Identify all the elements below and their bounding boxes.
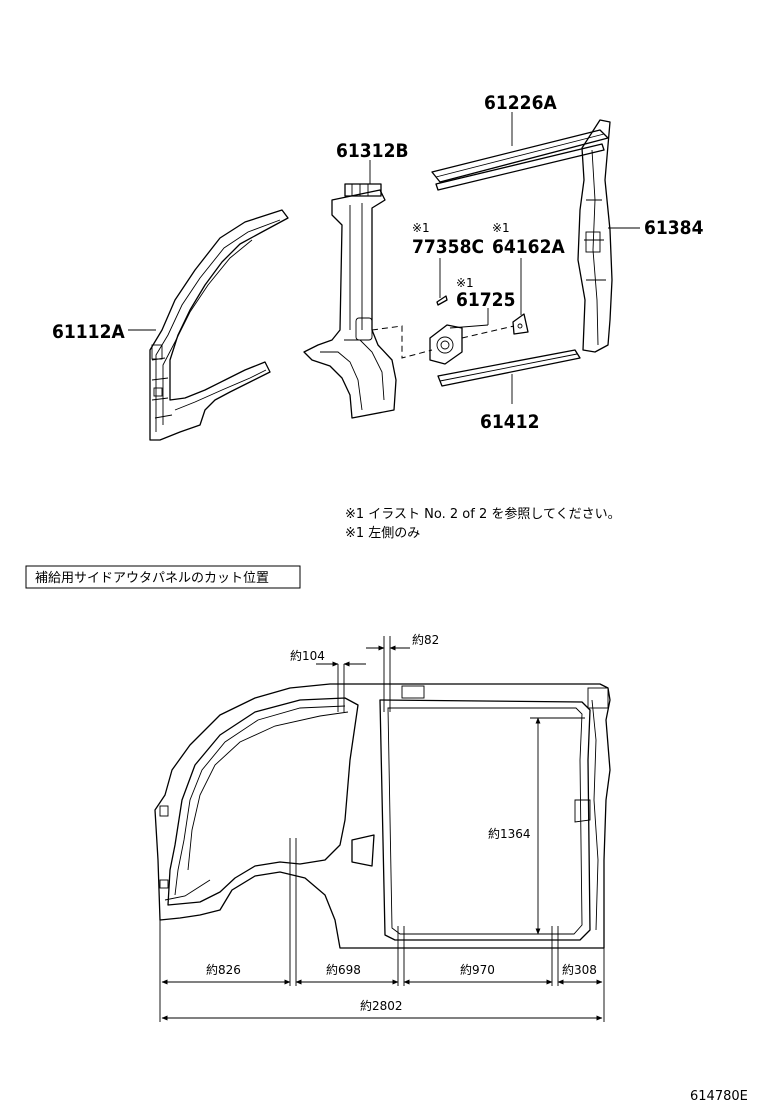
part-number-61384: 61384 [644,217,704,239]
mark-77358c: ※1 [412,221,430,235]
section-title-box [25,565,301,589]
mark-64162a: ※1 [492,221,510,235]
part-number-61412: 61412 [480,411,539,433]
part-61226a-drawing [431,129,609,191]
part-61312b-drawing [303,183,397,419]
dimension-lines [159,645,605,1022]
assembly-lines [371,325,515,359]
dimension-698: 約698 [326,962,361,977]
note-reference: ※1 イラスト No. 2 of 2 を参照してください。 [345,506,621,522]
section-title: 補給用サイドアウタパネルのカット位置 [35,571,269,586]
mark-61725: ※1 [456,276,474,290]
note-left-side-only: ※1 左側のみ [345,526,420,541]
figure-code: 614780E [690,1089,748,1104]
part-number-61725: 61725 [456,289,515,311]
small-parts-drawing [429,295,529,365]
leader-lines [128,112,640,404]
dimension-970: 約970 [460,962,495,977]
dimension-104: 約104 [290,648,325,663]
part-number-77358c: 77358C [412,236,484,258]
dimension-826: 約826 [206,962,241,977]
part-61384-drawing [577,119,613,353]
part-number-64162a: 64162A [492,236,565,258]
dimension-2802: 約2802 [360,998,403,1013]
part-61412-drawing [437,349,581,387]
dimension-82: 約82 [412,632,439,647]
side-panel-assembly-drawing [154,683,611,949]
part-61112a-drawing [149,209,289,441]
part-number-61312b: 61312B [336,140,409,162]
dimension-308: 約308 [562,962,597,977]
dimension-1364: 約1364 [488,826,531,841]
part-number-61226a: 61226A [484,92,557,114]
part-number-61112a: 61112A [52,321,125,343]
